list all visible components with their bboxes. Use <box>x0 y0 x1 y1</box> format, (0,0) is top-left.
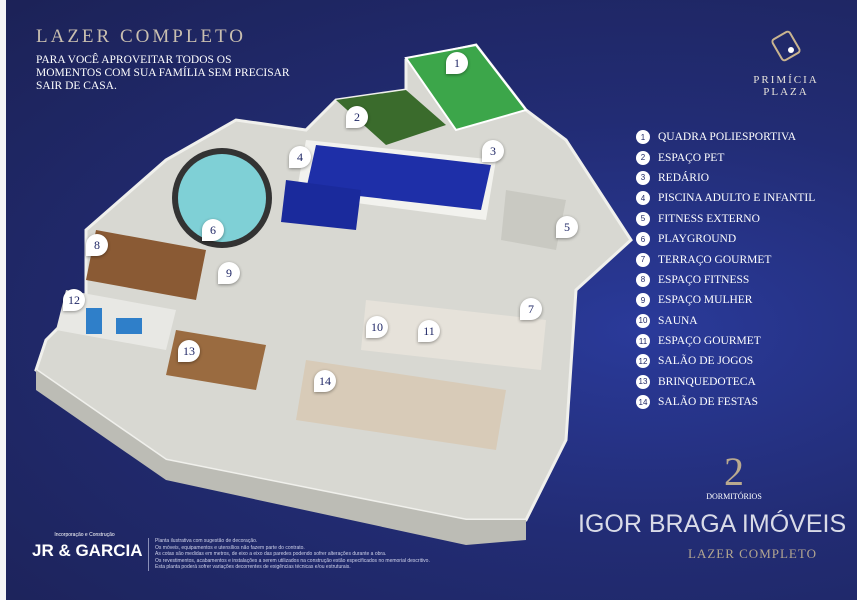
legend-item: 11 Espaço Gourmet <box>636 331 815 351</box>
page-title: LAZER COMPLETO <box>36 26 247 47</box>
dorm-label: DORMITÓRIOS <box>706 492 762 501</box>
legend-label: Quadra Poliesportiva <box>658 131 797 144</box>
legend-item: 8 Espaço Fitness <box>636 270 815 290</box>
legend-label: Espaço Fitness <box>658 273 750 286</box>
map-marker-10[interactable]: 10 <box>366 316 388 338</box>
legend-number: 1 <box>636 130 650 145</box>
disclaimer-line: Planta ilustrativa com sugestão de decor… <box>155 538 258 544</box>
amenities-legend: 1 Quadra Poliesportiva 2 Espaço Pet 3 Redár… <box>636 127 815 412</box>
map-marker-12[interactable]: 12 <box>63 289 85 311</box>
legend-item: 14 Salão de Festas <box>636 392 815 412</box>
legend-label: Sauna <box>658 314 698 327</box>
disclaimer-line: Os revestimentos, acabamentos e instalaç… <box>155 557 430 564</box>
builder-caption: Incorporação e Construção <box>54 532 115 538</box>
legend-label: Playground <box>658 233 737 246</box>
legend-label: Salão de Jogos <box>658 355 754 368</box>
legend-item: 7 Terraço Gourmet <box>636 249 815 269</box>
legend-item: 10 Sauna <box>636 311 815 331</box>
map-marker-14[interactable]: 14 <box>314 370 336 392</box>
legend-label: Espaço Gourmet <box>658 335 761 348</box>
map-marker-8[interactable]: 8 <box>86 234 108 256</box>
legend-number: 4 <box>636 191 650 206</box>
legend-number: 2 <box>636 150 650 165</box>
map-marker-11[interactable]: 11 <box>418 320 440 342</box>
legend-label: Brinquedoteca <box>658 375 756 388</box>
disclaimer-line: As cotas são medidas em metros, de eixo … <box>155 551 387 557</box>
brand-monogram-icon <box>771 30 801 62</box>
dormitories-badge: 2 DORMITÓRIOS <box>704 452 764 502</box>
primicia-plaza-logo: PRIMÍCIA PLAZA <box>731 30 841 98</box>
legend-number: 9 <box>636 293 650 308</box>
legend-item: 5 Fitness Externo <box>636 209 815 229</box>
disclaimer-line: Os móveis, equipamentos e utensílios não… <box>155 544 305 551</box>
legend-item: 4 Piscina Adulto e Infantil <box>636 188 815 208</box>
map-marker-13[interactable]: 13 <box>178 340 200 362</box>
legend-item: 2 Espaço Pet <box>636 147 815 167</box>
legend-number: 8 <box>636 272 650 287</box>
leisure-area-floorplan <box>34 43 633 545</box>
legend-label: Espaço Mulher <box>658 294 753 307</box>
legend-item: 3 Redário <box>636 168 815 188</box>
map-marker-9[interactable]: 9 <box>218 262 240 284</box>
disclaimer-line: Esta planta poderá sofrer variações deco… <box>155 564 351 570</box>
legend-item: 1 Quadra Poliesportiva <box>636 127 815 147</box>
brochure-page: LAZER COMPLETO Para você aproveitar todo… <box>6 0 857 600</box>
legend-number: 13 <box>636 374 650 389</box>
map-marker-1[interactable]: 1 <box>446 52 468 74</box>
map-marker-4[interactable]: 4 <box>289 146 311 168</box>
legend-label: Piscina Adulto e Infantil <box>658 192 816 205</box>
legend-item: 9 Espaço Mulher <box>636 290 815 310</box>
legend-item: 12 Salão de Jogos <box>636 351 815 371</box>
legend-label: Fitness Externo <box>658 212 760 225</box>
legend-number: 10 <box>636 313 650 328</box>
map-marker-3[interactable]: 3 <box>482 140 504 162</box>
legend-item: 13 Brinquedoteca <box>636 372 815 392</box>
legend-number: 7 <box>636 252 650 267</box>
dorm-number: 2 <box>724 449 744 494</box>
legend-item: 6 Playground <box>636 229 815 249</box>
legend-number: 12 <box>636 354 650 369</box>
map-marker-7[interactable]: 7 <box>520 298 542 320</box>
legend-label: Espaço Pet <box>658 151 725 164</box>
legend-number: 14 <box>636 395 650 410</box>
map-marker-6[interactable]: 6 <box>202 219 224 241</box>
watermark-subtitle: LAZER COMPLETO <box>688 546 817 561</box>
page-subtitle: Para você aproveitar todos os momentos c… <box>36 54 290 92</box>
builder-logo: Incorporação e Construção JR & GARCIA <box>32 532 143 561</box>
legend-number: 11 <box>636 334 650 349</box>
map-marker-5[interactable]: 5 <box>556 216 578 238</box>
watermark: IGOR BRAGA IMÓVEIS <box>578 510 847 538</box>
map-marker-2[interactable]: 2 <box>346 106 368 128</box>
brand-name: PRIMÍCIA PLAZA <box>753 74 819 98</box>
legend-number: 3 <box>636 170 650 185</box>
builder-name: JR & GARCIA <box>32 541 143 560</box>
disclaimer: Planta ilustrativa com sugestão de decor… <box>148 538 488 571</box>
legend-label: Salão de Festas <box>658 396 759 409</box>
legend-label: Redário <box>658 171 710 184</box>
legend-label: Terraço Gourmet <box>658 253 772 266</box>
legend-number: 6 <box>636 232 650 247</box>
legend-number: 5 <box>636 211 650 226</box>
